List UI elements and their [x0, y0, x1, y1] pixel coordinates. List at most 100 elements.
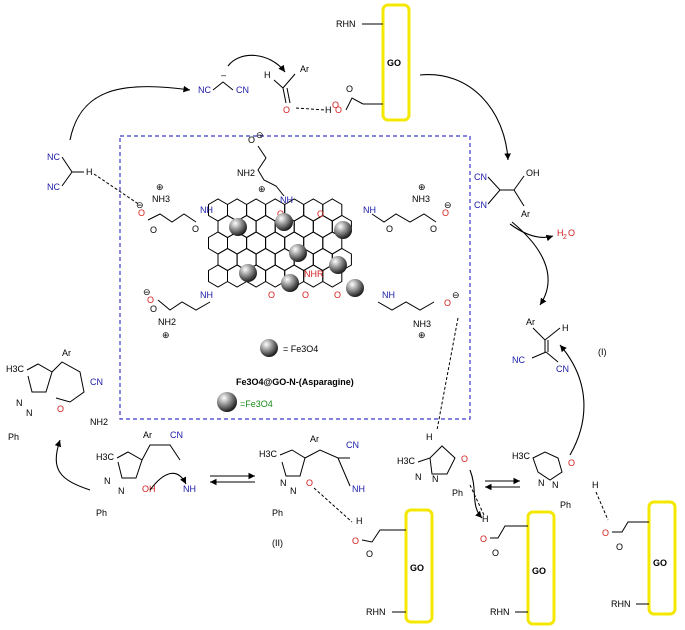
svg-text:H3C: H3C	[96, 452, 115, 462]
svg-text:O: O	[248, 135, 255, 145]
svg-text:O: O	[480, 534, 487, 544]
svg-text:O: O	[268, 290, 275, 300]
svg-text:O: O	[352, 536, 359, 546]
svg-text:O: O	[283, 105, 290, 115]
step-label-II: (II)	[272, 538, 283, 548]
svg-text:NH3: NH3	[413, 319, 431, 329]
fe3o4-legend-2: =Fe3O4	[217, 392, 273, 412]
svg-text:NH3: NH3	[412, 194, 430, 204]
fe3o4-sphere	[329, 256, 347, 274]
svg-text:–: –	[221, 70, 226, 80]
svg-text:NH2: NH2	[90, 417, 108, 427]
svg-text:H: H	[426, 432, 433, 442]
fe3o4-sphere	[281, 274, 299, 292]
fe3o4-sphere	[229, 218, 247, 236]
svg-text:⊖: ⊖	[136, 200, 144, 210]
svg-text:CN: CN	[236, 85, 249, 95]
go-sheet-bottom-1: GO RHN O O	[352, 508, 434, 624]
step-label-I: (I)	[598, 347, 607, 357]
svg-text:CN: CN	[556, 364, 569, 374]
rhn-label-b1: RHN	[366, 607, 386, 617]
graphene-hexagon	[208, 264, 228, 288]
svg-text:N: N	[118, 486, 125, 496]
svg-text:O: O	[492, 548, 499, 558]
go-sheet-top: GO RHN O O	[332, 3, 411, 122]
svg-text:NH: NH	[200, 290, 213, 300]
svg-text:⊕: ⊕	[162, 330, 170, 340]
fe3o4-sphere	[334, 221, 352, 239]
fe3o4-sphere	[275, 213, 293, 231]
svg-text:Ar: Ar	[300, 64, 309, 74]
svg-text:N: N	[290, 486, 297, 496]
fe3o4-sphere	[289, 244, 307, 262]
svg-text:H: H	[482, 514, 489, 524]
svg-text:O: O	[147, 295, 154, 305]
catalyst-structure: O ⊖ NH2 ⊕ NH ⊕ NH3 ⊖ O O NH O ⊕ NH3 ⊖ O …	[136, 130, 460, 340]
svg-text:H: H	[557, 228, 564, 238]
aldol-adduct: CN CN OH Ar	[474, 168, 540, 219]
svg-text:O: O	[302, 290, 309, 300]
svg-text:NH: NH	[200, 205, 213, 215]
svg-text:⊖: ⊖	[444, 200, 452, 210]
svg-text:O: O	[192, 224, 199, 234]
malononitrile-top: NC CN –	[198, 70, 249, 95]
svg-text:2: 2	[563, 234, 567, 241]
svg-text:O: O	[430, 224, 437, 234]
knoevenagel-product: Ar H NC CN (I)	[512, 317, 607, 374]
svg-text:O: O	[317, 209, 324, 219]
svg-text:⊖: ⊖	[256, 130, 264, 140]
svg-text:O: O	[386, 224, 393, 234]
svg-text:H3C: H3C	[397, 456, 416, 466]
go-sheet-bottom-2: GO RHN O O	[480, 510, 556, 626]
svg-text:O: O	[332, 100, 339, 110]
svg-text:= Fe3O4: = Fe3O4	[283, 344, 318, 354]
rhn-label-b2: RHN	[490, 607, 510, 617]
go-label-top: GO	[387, 58, 401, 68]
svg-text:O: O	[442, 208, 449, 218]
rhn-label-b3: RHN	[611, 599, 631, 609]
svg-text:H: H	[86, 167, 93, 177]
svg-text:N: N	[432, 474, 439, 484]
svg-text:⊖: ⊖	[143, 287, 151, 297]
svg-text:CN: CN	[474, 200, 487, 210]
catalyst-frame	[119, 135, 471, 420]
fe3o4-sphere	[346, 279, 364, 297]
svg-text:H3C: H3C	[512, 451, 531, 461]
svg-text:NHR: NHR	[304, 269, 324, 279]
malononitrile-left: NC NC H	[47, 152, 141, 206]
svg-text:CN: CN	[170, 430, 183, 440]
svg-text:N: N	[552, 480, 559, 490]
svg-text:NH: NH	[280, 195, 293, 205]
svg-text:NH: NH	[363, 205, 376, 215]
go-label-b1: GO	[410, 563, 424, 573]
svg-text:O: O	[461, 454, 468, 464]
svg-text:=Fe3O4: =Fe3O4	[240, 399, 273, 409]
svg-text:H: H	[356, 516, 363, 526]
michael-adduct-II: H3C Ar CN NH N N O Ph (II) H	[259, 434, 365, 548]
svg-text:O: O	[306, 478, 313, 488]
svg-text:O: O	[150, 304, 157, 314]
svg-text:H: H	[592, 480, 599, 490]
svg-text:O: O	[366, 549, 373, 559]
svg-text:Ar: Ar	[62, 348, 71, 358]
pyrazolone-enol: H3C O N N Ph H	[512, 451, 609, 521]
svg-text:CN: CN	[474, 172, 487, 182]
svg-text:NH3: NH3	[152, 194, 170, 204]
svg-text:O: O	[150, 225, 157, 235]
go-label-b2: GO	[532, 566, 546, 576]
svg-text:⊕: ⊕	[156, 182, 164, 192]
svg-text:N: N	[104, 476, 111, 486]
svg-text:OH: OH	[142, 484, 156, 494]
water-byproduct: H 2 O	[557, 228, 575, 241]
svg-text:NH: NH	[183, 484, 196, 494]
svg-text:NH2: NH2	[158, 317, 176, 327]
svg-text:O: O	[57, 404, 64, 414]
svg-text:NC: NC	[47, 182, 60, 192]
svg-text:Ph: Ph	[560, 500, 571, 510]
svg-text:H: H	[264, 70, 271, 80]
svg-text:N: N	[16, 398, 23, 408]
aldehyde-top: H Ar O H O	[264, 64, 342, 115]
svg-text:OH: OH	[526, 168, 540, 178]
svg-text:CN: CN	[90, 377, 103, 387]
